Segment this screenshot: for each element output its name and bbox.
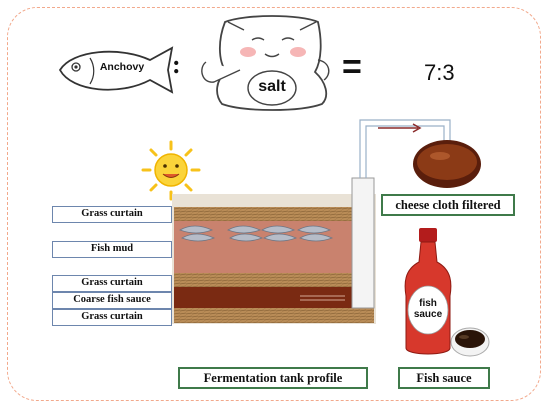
filtered-sauce-bowl	[413, 140, 481, 188]
fish-sauce-bottle-icon	[404, 228, 452, 355]
grass-layer-bottom	[174, 308, 374, 323]
layer-label-coarse-sauce: Coarse fish sauce	[52, 292, 172, 309]
salt-bag-icon	[201, 15, 330, 111]
layer-label-grass-middle: Grass curtain	[52, 275, 172, 292]
product-caption: Fish sauce	[398, 367, 490, 389]
bottle-label: fish sauce	[413, 298, 443, 320]
layer-label-grass-bottom: Grass curtain	[52, 309, 172, 326]
grass-layer-top	[174, 207, 352, 221]
anchovies-icon	[179, 225, 334, 242]
collection-pipe	[351, 177, 375, 309]
ratio-separator: :	[172, 50, 181, 79]
anchovy-icon	[58, 46, 174, 94]
dashed-frame	[7, 7, 541, 401]
layer-label-grass-top: Grass curtain	[52, 206, 172, 223]
ratio-value: 7:3	[424, 60, 455, 85]
arrow-icon	[378, 123, 422, 133]
anchovy-label: Anchovy	[99, 61, 145, 73]
filter-label: cheese cloth filtered	[381, 194, 515, 216]
salt-label: salt	[258, 78, 286, 95]
coarse-sauce-layer	[174, 287, 352, 308]
sun-icon	[141, 140, 201, 201]
equals-sign: =	[342, 48, 362, 86]
sauce-dish-icon	[450, 327, 490, 357]
grass-layer-middle	[174, 273, 352, 287]
fermentation-tank	[172, 177, 376, 324]
layer-label-fish-mud: Fish mud	[52, 241, 172, 258]
tank-caption: Fermentation tank profile	[178, 367, 368, 389]
